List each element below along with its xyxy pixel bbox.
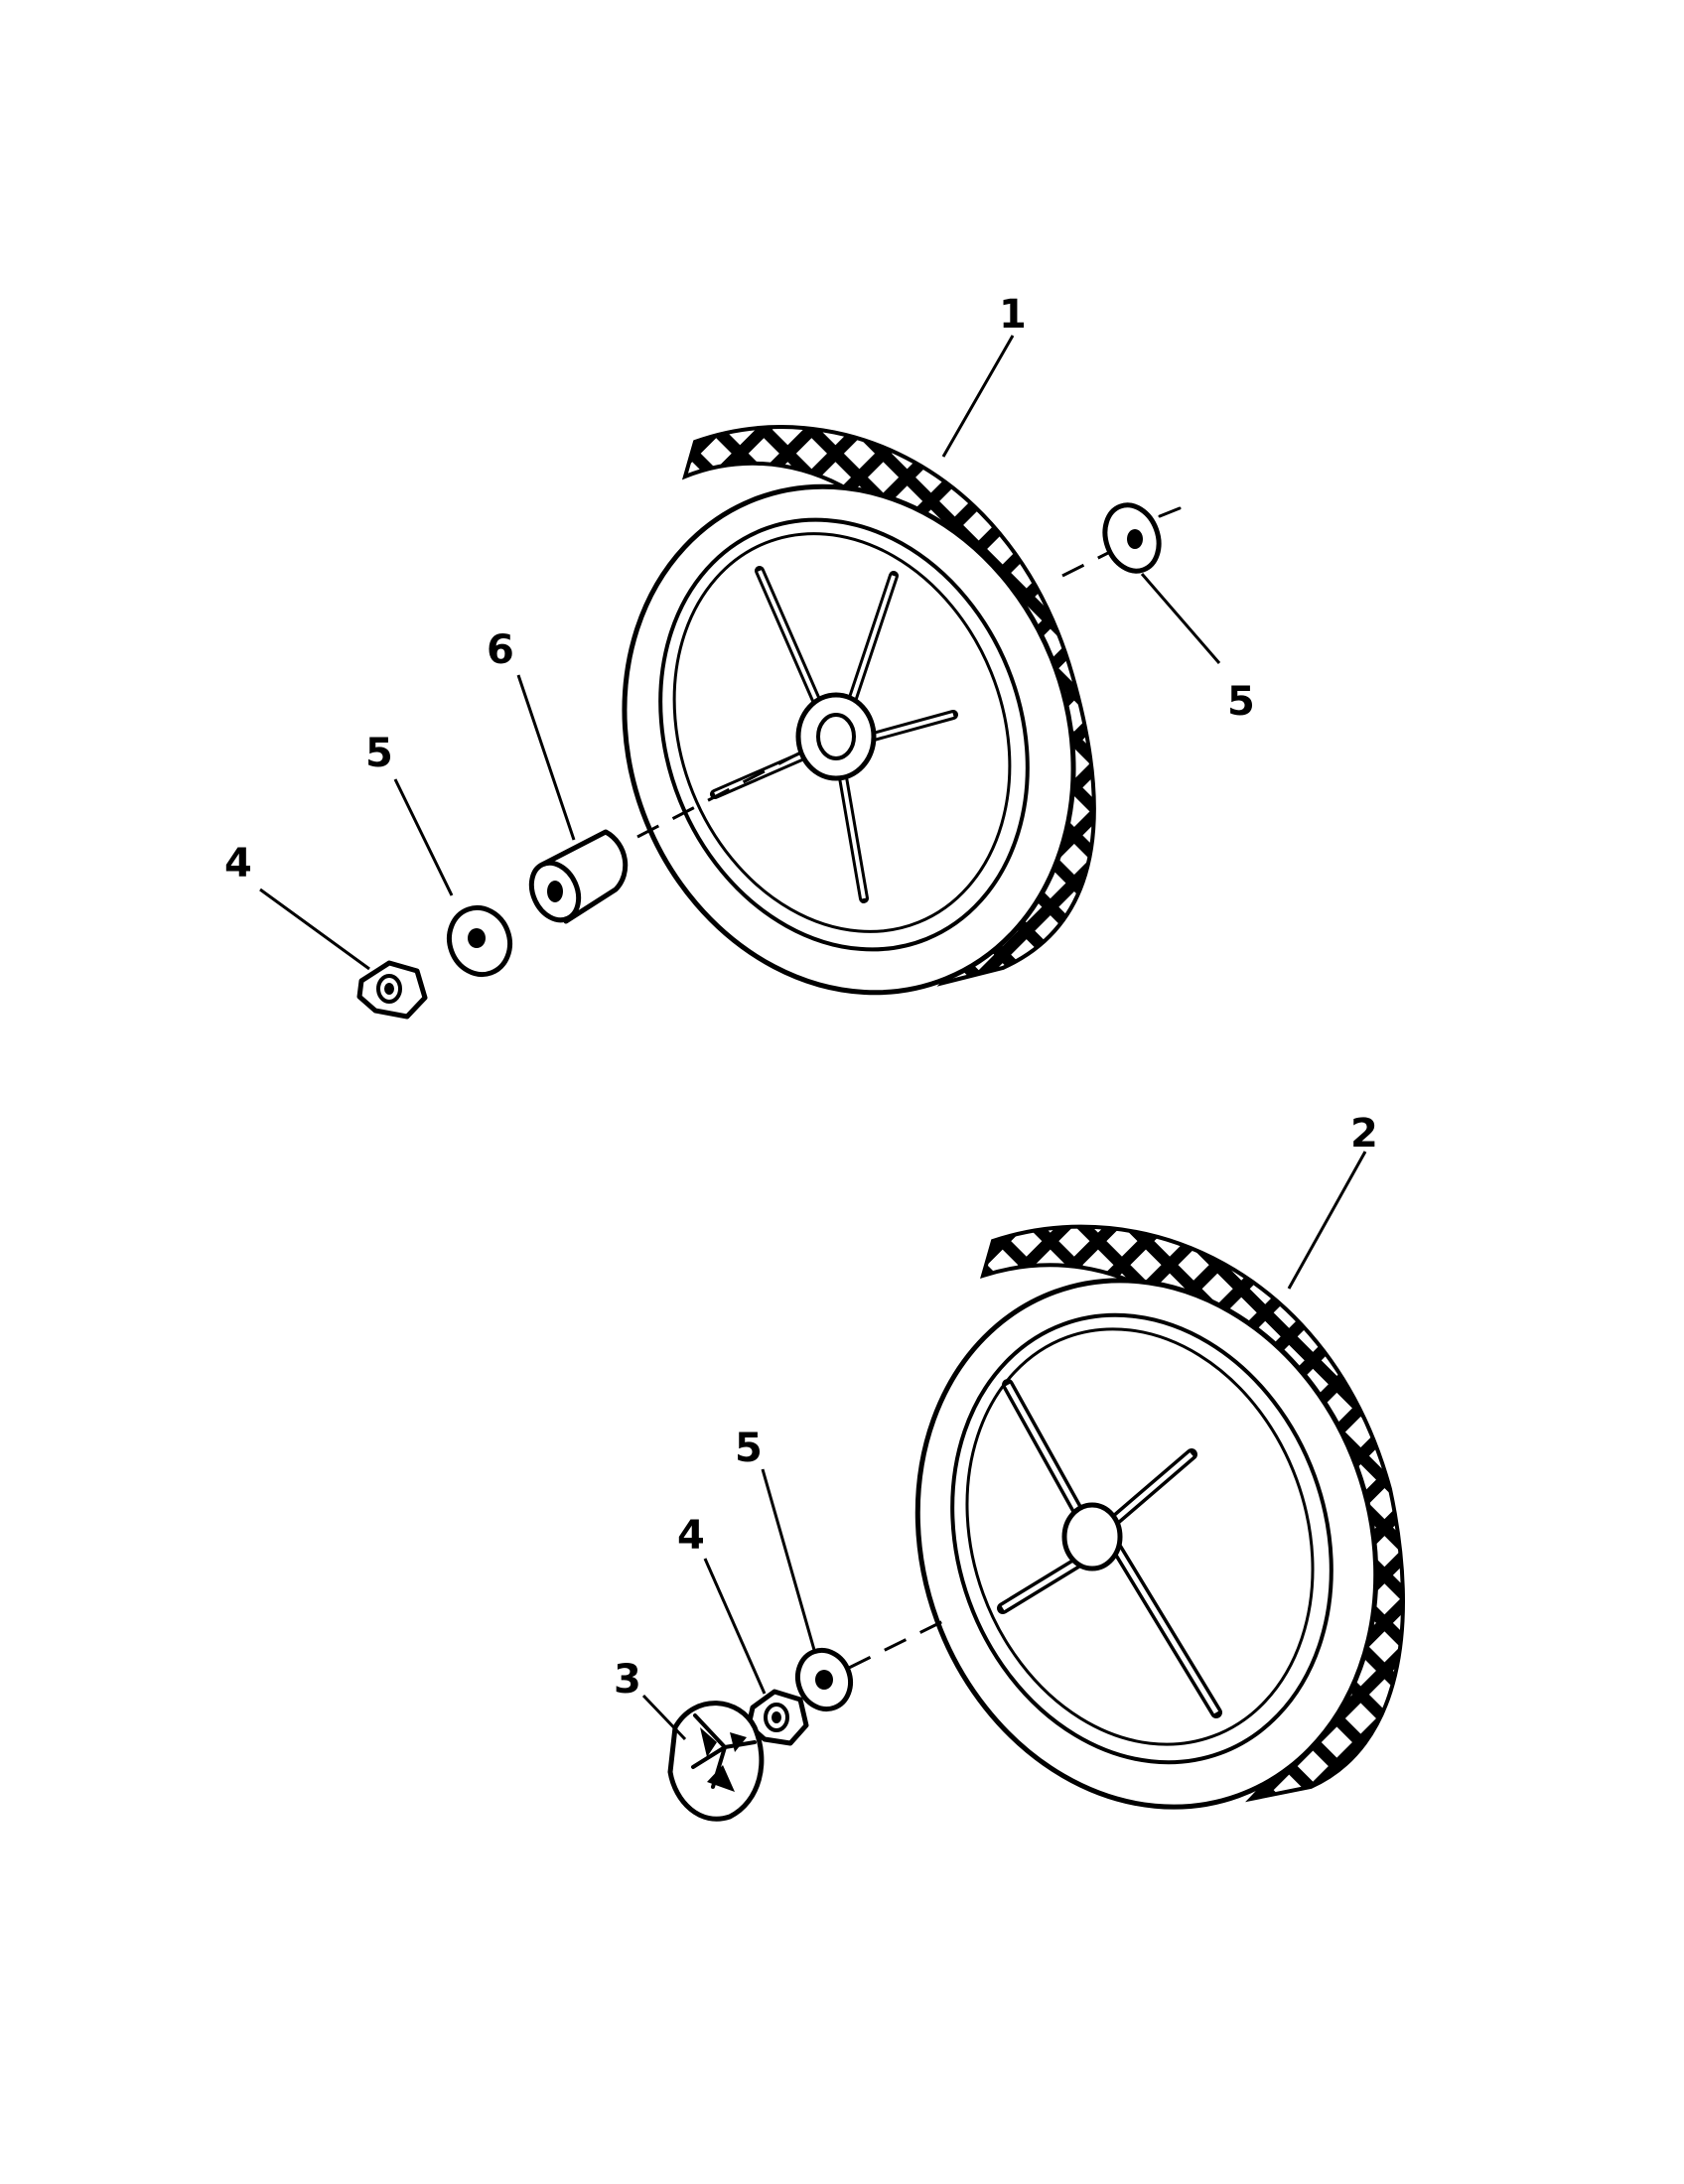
callout-4-lower: 4 <box>677 1513 705 1559</box>
axle-line-lower <box>848 1619 944 1670</box>
callout-2: 2 <box>1350 1111 1378 1157</box>
washer-lower <box>795 1647 853 1712</box>
callout-6: 6 <box>487 627 514 673</box>
axle-line-upper <box>636 745 813 839</box>
leader-4-upper <box>259 887 370 971</box>
callout-5-upper-left: 5 <box>365 731 393 776</box>
leader-6 <box>516 674 576 841</box>
leader-5-upper-left <box>393 778 454 896</box>
wheel-lower <box>914 1224 1405 1810</box>
callout-5-upper-right: 5 <box>1227 679 1255 725</box>
callout-4-upper: 4 <box>224 841 252 887</box>
callout-3: 3 <box>614 1657 641 1703</box>
callout-1: 1 <box>999 292 1027 338</box>
washer-upper-right <box>1102 502 1182 574</box>
hex-nut-lower <box>746 1689 809 1746</box>
hub-cap <box>667 1701 765 1822</box>
leader-5-lower <box>761 1468 816 1651</box>
wheel-upper <box>622 425 1096 996</box>
axle-line-upper-right <box>1061 550 1111 578</box>
leader-2 <box>1287 1151 1367 1290</box>
hex-nut-upper <box>356 960 428 1020</box>
leader-5-upper-right <box>1140 573 1221 664</box>
leader-4-lower <box>703 1558 767 1695</box>
spacer-bushing <box>528 829 629 924</box>
leader-3 <box>641 1694 687 1741</box>
leader-1 <box>941 335 1015 458</box>
callout-5-lower: 5 <box>735 1426 763 1471</box>
washer-upper-left <box>447 904 512 978</box>
